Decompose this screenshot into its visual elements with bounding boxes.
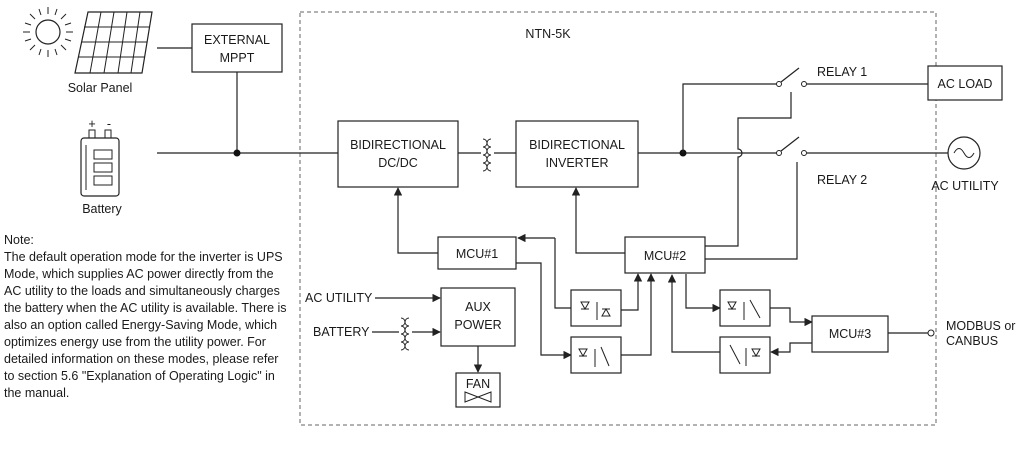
ac-source-icon xyxy=(947,136,981,170)
external-mppt-label-2: MPPT xyxy=(220,51,255,65)
optocoupler-a xyxy=(570,289,622,327)
opto-a-to-mcu1-line xyxy=(554,238,571,309)
bidirectional-inverter-block xyxy=(515,120,639,188)
modbus-terminal xyxy=(927,329,935,337)
mcu1-to-dcdc-wire xyxy=(393,187,438,254)
fan-icon xyxy=(464,391,492,403)
external-mppt-block xyxy=(191,23,283,73)
fan-label: FAN xyxy=(466,377,490,391)
modbus-label-1: MODBUS or xyxy=(946,319,1015,333)
opto-a-to-mcu2-wire xyxy=(621,273,643,311)
solar-panel-icon xyxy=(74,11,153,74)
solar-panel-label: Solar Panel xyxy=(68,81,133,95)
mcu2-to-relay2-wire xyxy=(705,162,798,260)
ac-load-block xyxy=(927,65,1003,101)
opto-d-to-mcu2-wire xyxy=(667,274,720,353)
fan-block xyxy=(455,372,501,408)
sun-icon xyxy=(23,7,73,57)
battery-input-label: BATTERY xyxy=(313,325,370,339)
mcu1-label: MCU#1 xyxy=(456,247,498,261)
relay-1-switch xyxy=(776,67,807,87)
dcdc-label-1: BIDIRECTIONAL xyxy=(350,138,446,152)
ntn-5k-enclosure xyxy=(299,11,937,426)
aux-transformer-icon xyxy=(400,317,410,351)
transformer-icon xyxy=(482,138,492,172)
mcu3-block xyxy=(811,315,889,353)
operation-mode-note: Note: The default operation mode for the… xyxy=(4,232,290,402)
opto-c-to-mcu3-wire xyxy=(770,307,813,327)
ac-bus-to-relay1-wire xyxy=(682,83,777,153)
relay-1-label: RELAY 1 xyxy=(817,65,867,79)
bidirectional-dcdc-block xyxy=(337,120,459,188)
mcu2-block xyxy=(624,236,706,274)
optocoupler-d xyxy=(719,336,771,374)
relay-2-label: RELAY 2 xyxy=(817,173,867,187)
external-mppt-label-1: EXTERNAL xyxy=(204,33,270,47)
mcu3-label: MCU#3 xyxy=(829,327,871,341)
ac-utility-input-label: AC UTILITY xyxy=(305,291,373,305)
battery-icon xyxy=(80,129,120,197)
mcu1-to-opto-b-wire xyxy=(516,262,572,360)
mcu2-to-opto-c-wire xyxy=(685,274,721,313)
modbus-label-2: CANBUS xyxy=(946,334,998,348)
battery-label: Battery xyxy=(82,202,122,216)
relay-2-switch xyxy=(776,136,807,156)
dcdc-label-2: DC/DC xyxy=(378,156,418,170)
ac-utility-source-label: AC UTILITY xyxy=(931,179,999,193)
optocoupler-c xyxy=(719,289,771,327)
dc-bus-junction xyxy=(233,149,241,157)
enclosure-title: NTN-5K xyxy=(525,27,571,41)
aux-power-block xyxy=(440,287,516,347)
note-body: The default operation mode for the inver… xyxy=(4,250,287,400)
mcu3-to-opto-d-wire xyxy=(770,342,812,357)
aux-power-label-1: AUX xyxy=(465,300,491,314)
mcu2-label: MCU#2 xyxy=(644,249,686,263)
battery-minus-label: - xyxy=(107,117,111,131)
mcu2-to-inverter-wire xyxy=(571,187,625,254)
aux-power-label-2: POWER xyxy=(454,318,501,332)
optocoupler-b xyxy=(570,336,622,374)
note-title: Note: xyxy=(4,233,34,247)
mcu2-to-relay1-wire xyxy=(705,92,792,247)
inverter-label-1: BIDIRECTIONAL xyxy=(529,138,625,152)
inverter-label-2: INVERTER xyxy=(546,156,609,170)
opto-b-to-mcu2-wire xyxy=(621,273,656,356)
ac-load-label: AC LOAD xyxy=(938,77,993,91)
battery-plus-label: + xyxy=(88,117,95,131)
